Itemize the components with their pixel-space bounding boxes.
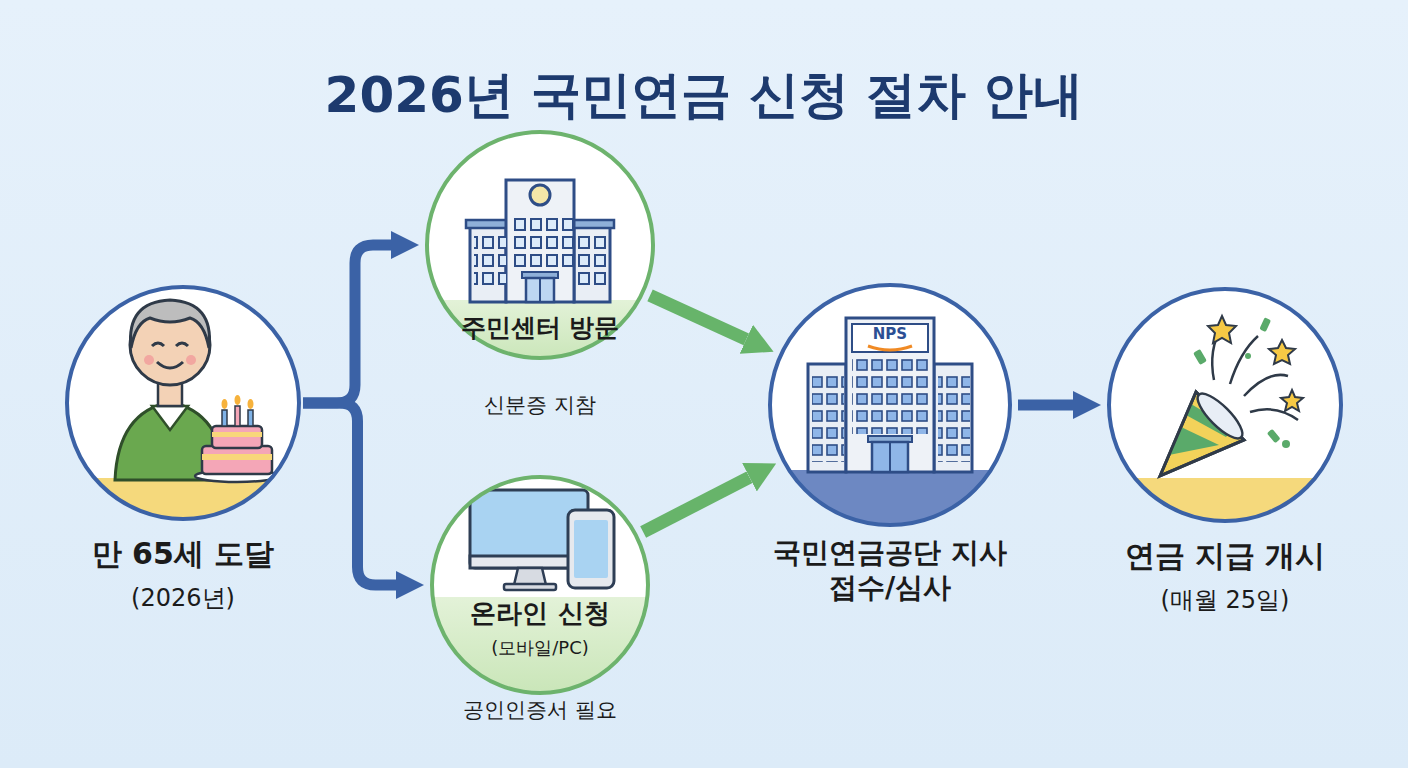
step-heading: 연금 지급 개시 bbox=[1085, 537, 1365, 575]
step-note: (매월 25일) bbox=[1085, 585, 1365, 615]
flow-arrow bbox=[1018, 400, 1073, 411]
circle-outline bbox=[768, 283, 1012, 527]
circle-outline bbox=[430, 475, 650, 695]
step-note: (2026년) bbox=[43, 583, 323, 613]
circle-outline bbox=[1107, 287, 1343, 523]
step-circle: 만 65세 도달 (2026년) bbox=[43, 285, 323, 625]
step-heading: 만 65세 도달 bbox=[43, 535, 323, 573]
flow-arrow bbox=[643, 477, 749, 532]
diagram-title: 2026년 국민연금 신청 절차 안내 bbox=[0, 62, 1408, 129]
step-heading: 주민센터 방문 bbox=[400, 312, 680, 343]
step-circle: 온라인 신청 (모바일/PC) 공인인증서 필요 bbox=[400, 475, 680, 737]
flow-arrow bbox=[650, 295, 746, 339]
flow-arrow bbox=[303, 245, 391, 403]
flow-arrow bbox=[303, 403, 396, 585]
step-note: 신분증 지참 bbox=[400, 392, 680, 418]
step-circle: 주민센터 방문신분증 지참 bbox=[400, 130, 680, 430]
step-heading: 온라인 신청 bbox=[400, 597, 680, 630]
building-sign: NPS bbox=[852, 325, 928, 343]
circle-outline bbox=[65, 285, 301, 521]
step-note: 공인인증서 필요 bbox=[400, 697, 680, 723]
step-note: (모바일/PC) bbox=[400, 637, 680, 660]
step-heading: 국민연금공단 지사 접수/심사 bbox=[745, 535, 1035, 605]
step-circle: 연금 지급 개시 (매월 25일) bbox=[1085, 287, 1365, 627]
